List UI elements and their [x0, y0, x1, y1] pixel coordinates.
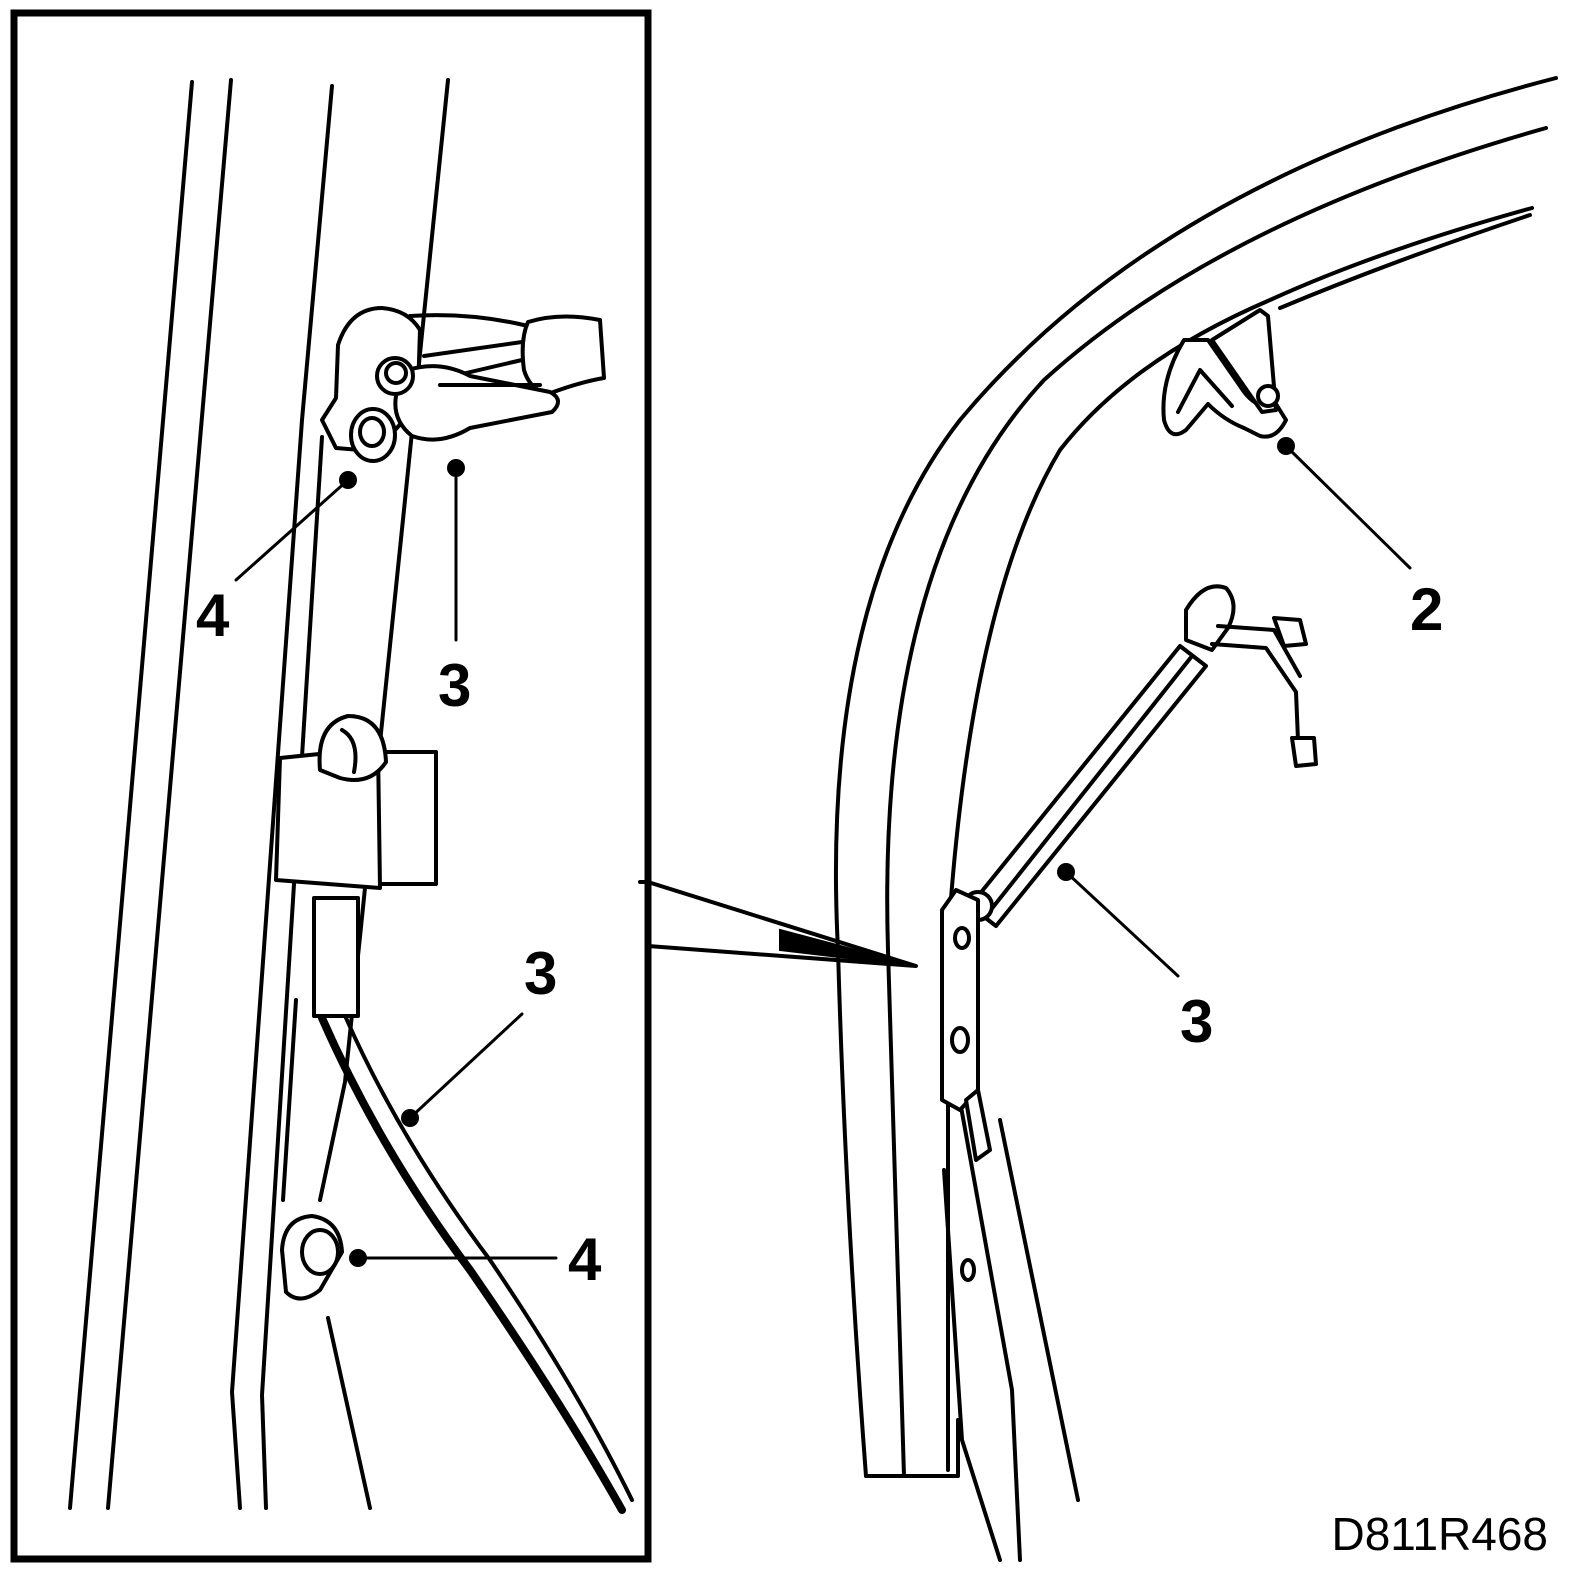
main-overview: 2 3	[833, 76, 1558, 1562]
grab-handle	[1161, 308, 1288, 439]
inset-airbag-end	[349, 313, 606, 463]
inset-middle-clip	[274, 714, 438, 1018]
callout-3-lower: 3	[524, 940, 557, 1007]
callout-4-upper: 4	[196, 582, 230, 649]
lower-pillar-lines	[942, 1088, 1080, 1562]
inset-callout-leaders	[234, 459, 558, 1267]
inset-pointer	[638, 880, 918, 968]
inset-frame	[10, 9, 652, 1563]
main-callout-leaders	[1057, 437, 1412, 978]
curtain-airbag-tube	[962, 584, 1318, 928]
callout-3-upper: 3	[438, 652, 471, 719]
callout-4-lower: 4	[568, 1226, 602, 1293]
inset-airbag-strap	[318, 1014, 634, 1514]
callout-2: 2	[1410, 576, 1443, 643]
inset-lower-stud	[280, 1214, 344, 1301]
figure-reference-code: D811R468	[1331, 1508, 1548, 1560]
inset-detail-view: 4 3 3 4	[10, 9, 652, 1563]
callout-3-main: 3	[1180, 988, 1213, 1055]
pillar-mount-strip	[940, 888, 992, 1282]
roof-pillar-outline	[833, 76, 1558, 1478]
